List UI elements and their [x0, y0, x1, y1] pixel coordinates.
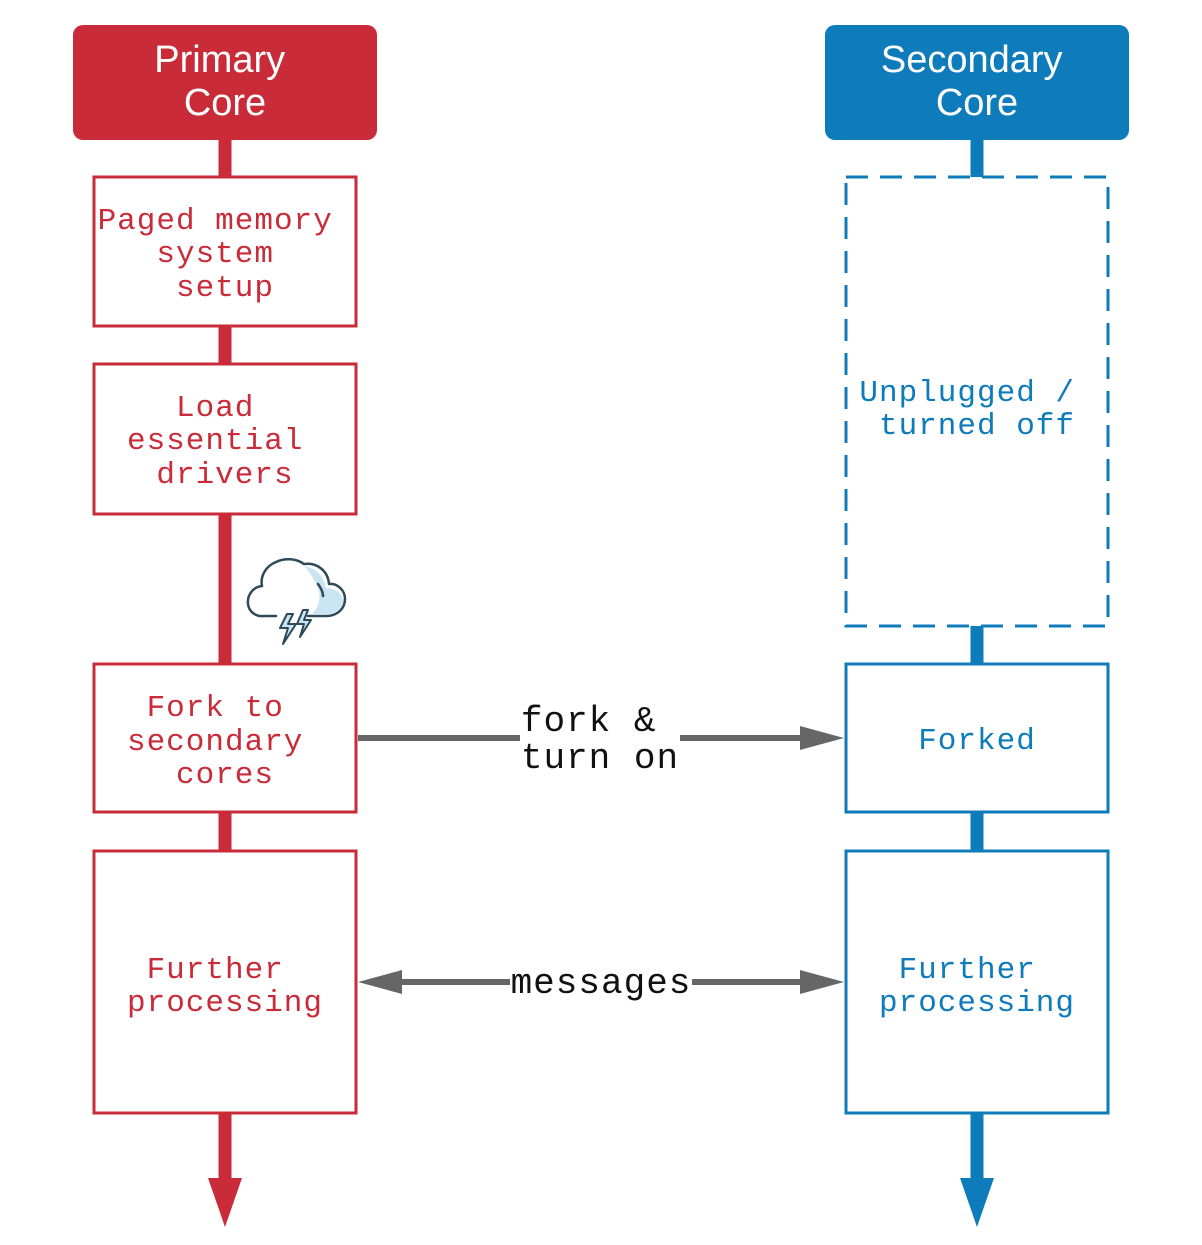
step-label-line: cores: [176, 758, 274, 793]
step-label-line: Unplugged /: [859, 376, 1075, 411]
svg-text:Paged memory system: Paged memory system setup: [98, 204, 353, 306]
svg-text:Further processing: Further processing: [127, 953, 323, 1021]
svg-text:messages: messages: [511, 963, 692, 1004]
step-label-line: essential: [127, 424, 303, 459]
step-label-line: Further: [899, 953, 1036, 988]
svg-text:Load essential: Load essential drivers: [127, 391, 323, 493]
secondary-core-lane: Secondary Core Unplugged / turned off Fo…: [825, 25, 1129, 1227]
step-load-essential-drivers: Load essential drivers: [92, 362, 358, 516]
step-label-line: drivers: [156, 458, 293, 493]
step-label-line: system: [156, 237, 274, 272]
primary-lifeline-arrowhead: [208, 1178, 242, 1227]
step-label-line: Paged memory: [98, 204, 333, 239]
step-primary-further-processing: Further processing: [92, 849, 358, 1115]
primary-core-lane: Primary Core Paged memory system setup L…: [73, 25, 377, 1227]
step-label-line: setup: [176, 271, 274, 306]
messages-arrowhead-left: [358, 970, 402, 994]
secondary-lifeline-arrowhead: [960, 1178, 994, 1227]
fork-arrowhead: [800, 726, 844, 750]
primary-core-title-line-2: Core: [184, 82, 266, 124]
fork-arrow-label-line: fork &: [521, 701, 657, 742]
step-label-line: turned off: [879, 409, 1075, 444]
step-label-line: Forked: [918, 724, 1036, 759]
svg-text:Forked: Forked: [918, 724, 1036, 759]
secondary-core-title-line-1: Secondary: [881, 39, 1063, 81]
step-unplugged-turned-off: Unplugged / turned off: [844, 175, 1110, 628]
storm-cloud-icon: [246, 558, 347, 645]
svg-text:Fork to secondary: Fork to secondary cores: [127, 691, 323, 793]
svg-text:Further processing: Further processing: [879, 953, 1075, 1021]
step-label-line: processing: [127, 986, 323, 1021]
fork-arrow-label-line: turn on: [521, 738, 679, 779]
step-fork-to-secondary: Fork to secondary cores: [92, 662, 358, 814]
messages-arrow-label: messages: [511, 963, 692, 1004]
secondary-core-title-line-2: Core: [936, 82, 1018, 124]
step-label-line: Load: [176, 391, 254, 426]
step-label-line: secondary: [127, 725, 303, 760]
step-paged-memory-setup: Paged memory system setup: [92, 175, 358, 328]
step-secondary-further-processing: Further processing: [844, 849, 1110, 1115]
messages-arrow: messages: [358, 963, 844, 1004]
svg-text:fork & turn on: fork & turn on: [521, 701, 679, 779]
step-label-line: processing: [879, 986, 1075, 1021]
primary-core-header: Primary Core: [73, 25, 377, 140]
primary-core-title-line-1: Primary: [154, 39, 285, 81]
svg-text:Secondary Core: Secondary Core: [881, 39, 1073, 124]
secondary-core-header: Secondary Core: [825, 25, 1129, 140]
step-label-line: Further: [147, 953, 284, 988]
svg-text:Unplugged / turned off: Unplugged / turned off: [859, 376, 1094, 444]
step-label-line: Fork to: [147, 691, 284, 726]
step-forked: Forked: [844, 662, 1110, 814]
svg-text:Primary Core: Primary Core: [154, 39, 295, 124]
messages-arrowhead-right: [800, 970, 844, 994]
fork-arrow: fork & turn on: [358, 701, 844, 779]
